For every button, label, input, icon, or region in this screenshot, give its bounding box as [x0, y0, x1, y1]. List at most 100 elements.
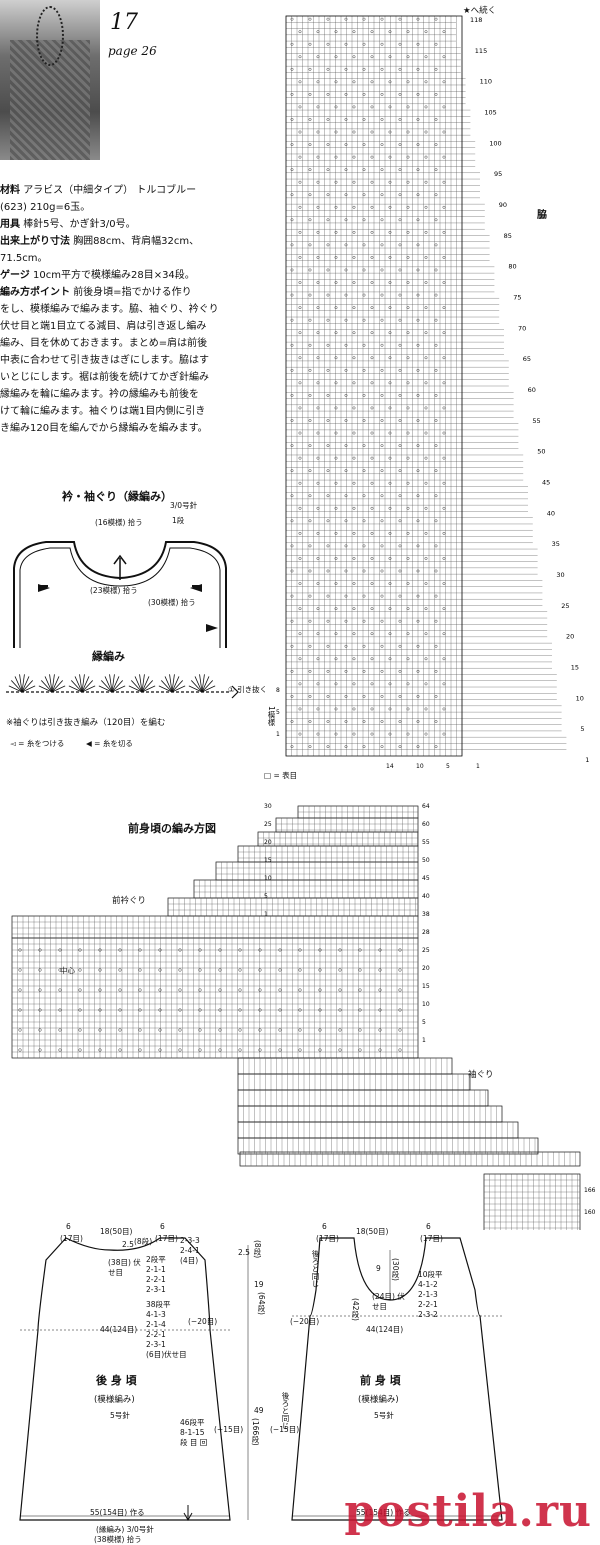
yarn-over-symbol — [308, 494, 312, 498]
yarn-over-symbol — [370, 256, 374, 259]
yarn-over-symbol — [238, 1028, 242, 1032]
yarn-over-symbol — [198, 948, 202, 952]
front-bind-off: (24目) 伏せ目 — [372, 1292, 405, 1311]
yarn-over-symbol — [326, 594, 330, 598]
edging-stitch — [160, 680, 173, 693]
yarn-over-symbol — [424, 431, 428, 435]
yarn-over-symbol — [424, 130, 428, 134]
points-line-2: 伏せ目と端1目立てる減目、肩は引き返し編み — [0, 321, 207, 332]
row-number: 95 — [494, 170, 502, 178]
yarn-over-symbol — [442, 431, 446, 435]
back-edging: (縁編み) 3/0号針 — [96, 1525, 154, 1534]
yarn-over-symbol — [380, 143, 384, 146]
edging-stitch — [171, 674, 175, 693]
yarn-over-symbol — [338, 988, 342, 992]
yarn-over-symbol — [290, 318, 294, 322]
yarn-over-symbol — [406, 406, 410, 410]
row-number: 30 — [556, 571, 564, 579]
row-number: 10 — [576, 694, 584, 702]
chart-block — [237, 1137, 539, 1155]
yarn-over-symbol — [326, 444, 330, 447]
yarn-over-symbol — [398, 67, 402, 71]
back-neck-decrease: 2段平 2-1-1 2-2-1 2-3-1 — [146, 1255, 166, 1294]
yarn-over-symbol — [338, 1008, 342, 1012]
yarn-over-symbol — [98, 1008, 102, 1012]
page-reference: page 26 — [108, 44, 157, 58]
yarn-over-symbol — [352, 632, 356, 636]
edging-stitch — [19, 674, 23, 693]
yarn-over-symbol — [298, 230, 302, 234]
yarn-over-symbol — [362, 469, 366, 473]
yarn-over-symbol — [424, 180, 428, 184]
yarn-over-symbol — [358, 1028, 362, 1032]
yarn-over-symbol — [308, 594, 312, 598]
yarn-over-symbol — [352, 80, 356, 84]
yarn-over-symbol — [434, 469, 438, 473]
front-row-number: 5 — [422, 1019, 426, 1026]
row-number: 80 — [508, 263, 516, 271]
edging-stitch — [51, 676, 60, 693]
yarn-over-symbol — [388, 682, 392, 686]
yarn-over-symbol — [290, 343, 294, 347]
yarn-over-symbol — [344, 118, 348, 121]
yarn-over-symbol — [362, 419, 366, 422]
yarn-over-symbol — [178, 968, 182, 972]
yarn-over-symbol — [178, 1008, 182, 1012]
edging-slip-note: ① 引き抜く — [228, 685, 268, 694]
yarn-over-symbol — [378, 1008, 382, 1012]
yarn-over-symbol — [298, 607, 302, 611]
yarn-over-symbol — [308, 268, 312, 272]
yarn-over-symbol — [388, 306, 392, 310]
yarn-over-symbol — [298, 988, 302, 992]
yarn-over-symbol — [388, 506, 392, 510]
yarn-over-symbol — [352, 557, 356, 560]
yarn-over-symbol — [362, 168, 366, 172]
edging-stitch — [134, 676, 143, 693]
yarn-over-symbol — [290, 720, 294, 723]
yarn-over-symbol — [398, 168, 402, 172]
yarn-over-symbol — [38, 1008, 42, 1012]
chart-block — [237, 1089, 489, 1107]
yarn-over-symbol — [442, 632, 446, 636]
yarn-over-symbol — [380, 594, 384, 598]
front-same-as-back-2: 後ろと同じ — [281, 1392, 290, 1430]
yarn-over-symbol — [316, 657, 320, 661]
front-row-number: 1 — [422, 1037, 426, 1044]
edging-stitch — [51, 674, 55, 693]
edging-stitch — [128, 685, 143, 693]
yarn-over-symbol — [442, 356, 446, 360]
yarn-over-symbol — [298, 155, 302, 159]
edging-stitch — [201, 680, 214, 693]
repeat-row-number: 1 — [276, 731, 280, 738]
yarn-over-symbol — [338, 948, 342, 952]
yarn-over-symbol — [406, 155, 410, 159]
front-row-number: 55 — [422, 839, 430, 846]
yarn-over-symbol — [362, 92, 366, 96]
yarn-over-symbol — [316, 80, 320, 84]
yarn-over-symbol — [334, 657, 338, 661]
yarn-over-symbol — [258, 1048, 262, 1052]
yarn-over-symbol — [290, 118, 294, 121]
yarn-over-symbol — [434, 569, 438, 573]
yarn-over-symbol — [378, 988, 382, 992]
edging-stitch — [111, 680, 124, 693]
front-row-number: 50 — [422, 857, 430, 864]
yarn-over-symbol — [380, 695, 384, 698]
yarn-over-symbol — [334, 331, 338, 335]
chart-border — [285, 15, 463, 757]
row-number: 55 — [532, 417, 540, 425]
yarn-over-symbol — [334, 406, 338, 410]
yarn-over-symbol — [378, 948, 382, 952]
yarn-over-symbol — [334, 632, 338, 636]
yarn-over-symbol — [308, 644, 312, 648]
yarn-over-symbol — [370, 506, 374, 510]
yarn-over-symbol — [334, 55, 338, 59]
tools-text: 棒針5号、かぎ針3/0号。 — [23, 219, 136, 230]
yarn-over-symbol — [380, 544, 384, 548]
yarn-over-symbol — [398, 92, 402, 96]
yarn-over-symbol — [380, 243, 384, 247]
yarn-over-symbol — [388, 431, 392, 435]
yarn-over-symbol — [118, 948, 122, 952]
yarn-over-symbol — [398, 318, 402, 322]
yarn-over-symbol — [358, 948, 362, 952]
